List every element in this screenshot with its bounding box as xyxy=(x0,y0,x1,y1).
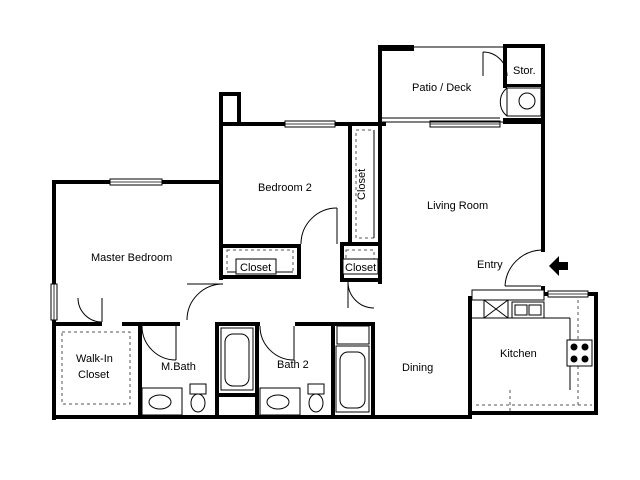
burner xyxy=(570,343,578,351)
burner xyxy=(581,343,589,351)
wall-segment xyxy=(215,322,260,326)
wall-segment xyxy=(219,275,301,279)
wall-segment xyxy=(378,126,382,246)
label-bedroom-2: Bedroom 2 xyxy=(258,182,312,194)
toilet-icon xyxy=(190,393,206,413)
sink-icon xyxy=(148,394,172,410)
label-closet-hall: Closet xyxy=(345,262,376,274)
wall-segment xyxy=(378,45,382,126)
label-living-room: Living Room xyxy=(427,200,488,212)
stove-icon xyxy=(566,339,593,367)
label-master-bath: M.Bath xyxy=(161,361,196,373)
label-patio: Patio / Deck xyxy=(412,82,472,94)
bathtub-basin xyxy=(224,333,250,387)
wall-segment xyxy=(219,92,223,126)
wall-segment xyxy=(215,322,219,419)
wall-segment xyxy=(371,322,375,419)
sink-basin xyxy=(514,304,528,316)
room-labels: Patio / Deck Stor. Bedroom 2 Closet Livi… xyxy=(76,65,537,381)
label-kitchen: Kitchen xyxy=(500,348,537,360)
wall-segment xyxy=(503,84,545,87)
wall-segment xyxy=(378,45,414,51)
wall-segment xyxy=(503,118,545,124)
patio-outline xyxy=(382,46,542,123)
wall-segment xyxy=(52,322,102,326)
doors xyxy=(77,207,542,361)
door-swing xyxy=(300,207,338,245)
sink-icon xyxy=(266,394,290,410)
label-walkin-line1: Walk-In xyxy=(76,353,113,365)
wall-segment xyxy=(348,126,352,246)
label-dining: Dining xyxy=(402,362,433,374)
wall-segment xyxy=(138,322,142,419)
toilet-tank xyxy=(189,383,207,395)
label-entry: Entry xyxy=(477,259,503,271)
burner xyxy=(581,355,589,363)
wall-segment xyxy=(255,322,259,419)
label-bath-2: Bath 2 xyxy=(277,359,309,371)
water-heater-icon xyxy=(518,92,536,110)
wall-segment xyxy=(219,92,241,96)
toilet-tank xyxy=(307,383,325,395)
label-closet-bed2: Closet xyxy=(240,262,271,274)
door-swing xyxy=(499,87,508,117)
closet-label-box xyxy=(235,258,277,275)
closet-label-box xyxy=(342,258,379,275)
wall-segment xyxy=(378,246,382,284)
wall-segment xyxy=(219,122,223,184)
toilet-icon xyxy=(308,393,324,413)
closet-shelf xyxy=(61,331,131,405)
wall-segment xyxy=(594,292,598,415)
door-swing xyxy=(259,325,295,361)
dishwasher-mark xyxy=(483,299,509,319)
wall-segment xyxy=(507,44,545,48)
door-swing xyxy=(347,281,375,309)
wall-segment xyxy=(219,244,301,248)
wall-segment xyxy=(340,242,344,282)
bathtub-basin xyxy=(339,351,366,409)
kitchen-fixtures xyxy=(471,289,593,411)
wall-segment xyxy=(378,122,386,126)
wall-segment xyxy=(331,322,335,419)
label-walkin-line2: Closet xyxy=(78,369,109,381)
wall-segment xyxy=(340,278,382,282)
label-master-bedroom: Master Bedroom xyxy=(91,252,172,264)
linen-closet xyxy=(336,325,370,345)
wall-segment xyxy=(340,242,382,246)
door-swing xyxy=(482,51,508,77)
wall-segment xyxy=(541,118,545,252)
wall-segment xyxy=(297,244,301,278)
wall-segment xyxy=(219,180,223,280)
sink-basin xyxy=(528,304,542,316)
windows xyxy=(50,120,589,321)
door-swing xyxy=(186,283,224,321)
wall-segment xyxy=(52,415,472,419)
door-swing xyxy=(141,325,177,361)
label-closet-vertical: Closet xyxy=(356,169,368,200)
wall-segment xyxy=(215,393,259,397)
bath-fixtures xyxy=(141,325,370,416)
door-swing xyxy=(504,249,542,287)
kitchen-bar-counter xyxy=(471,289,545,301)
wall-segment xyxy=(468,296,472,419)
wall-segment xyxy=(468,411,598,415)
door-swing xyxy=(77,297,103,323)
entry-arrow-icon xyxy=(549,256,568,276)
wall-segment xyxy=(122,322,180,326)
wall-segment xyxy=(237,92,241,126)
burner xyxy=(570,355,578,363)
label-storage: Stor. xyxy=(513,65,536,77)
